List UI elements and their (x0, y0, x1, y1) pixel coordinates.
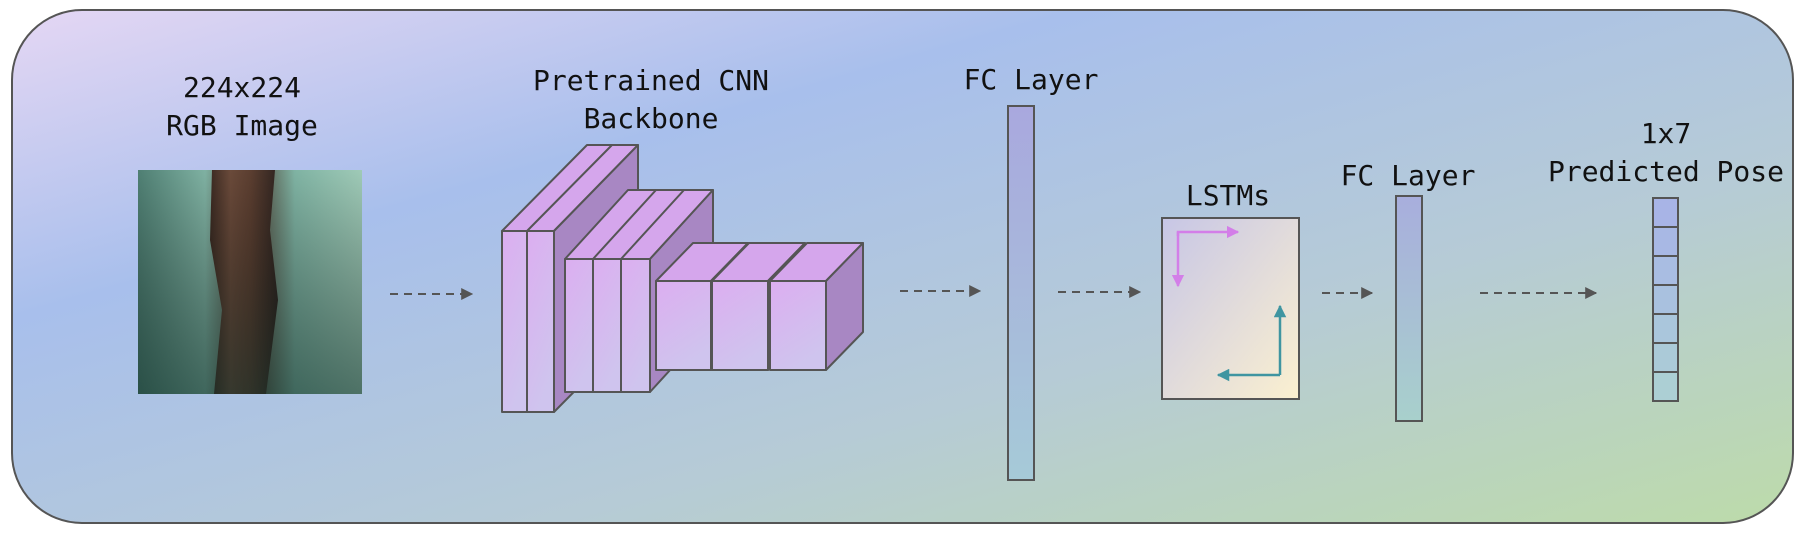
fc-layer-1 (1007, 105, 1035, 481)
output-cell (1652, 255, 1679, 286)
output-cell (1652, 197, 1679, 228)
cnn-label-line1: Pretrained CNN (533, 64, 769, 97)
output-cell (1652, 284, 1679, 315)
cnn-backbone (501, 144, 864, 413)
cnn-label-line2: Backbone (584, 102, 719, 135)
fc1-label: FC Layer (964, 63, 1099, 96)
background-panel (11, 9, 1794, 524)
output-cell (1652, 313, 1679, 344)
output-vector (1652, 197, 1679, 402)
cnn-block-8 (769, 242, 864, 371)
lstm-label: LSTMs (1186, 179, 1270, 212)
fc2-label: FC Layer (1341, 159, 1476, 192)
input-label-line2: RGB Image (166, 109, 318, 142)
output-cell (1652, 342, 1679, 373)
output-label-line2: Predicted Pose (1548, 155, 1784, 188)
fc-layer-2 (1395, 195, 1423, 422)
output-label-line1: 1x7 (1641, 117, 1692, 150)
lstm-block (1161, 217, 1300, 400)
output-cell (1652, 226, 1679, 257)
output-cell (1652, 371, 1679, 402)
input-image (138, 170, 362, 394)
input-label-line1: 224x224 (183, 71, 301, 104)
